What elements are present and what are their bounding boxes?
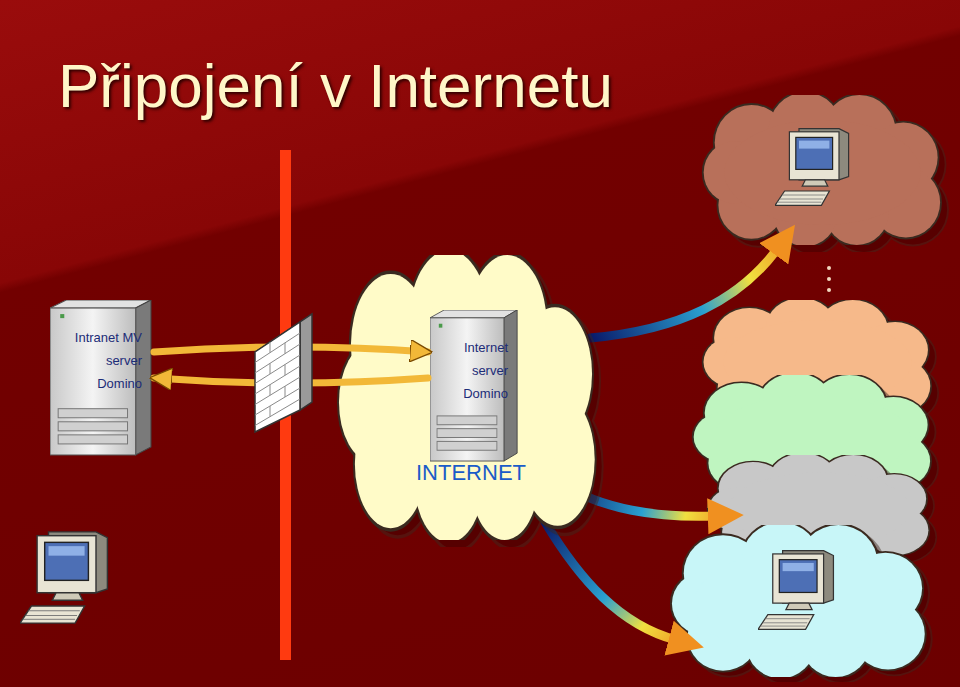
server-label: Internet: [464, 340, 508, 355]
slide-title: Připojení v Internetu: [58, 50, 613, 122]
remote-computer: [758, 551, 833, 630]
distribution-arrows: [545, 248, 778, 640]
cloud-outline: [335, 255, 607, 547]
remote-clouds: [672, 93, 947, 684]
server-node: Intranet MV serverDomino: [50, 300, 152, 456]
server-label: server: [106, 353, 142, 368]
network-label: INTERNET: [416, 460, 526, 486]
network-cloud: INTERNET Internet serverDomino: [335, 255, 607, 547]
server-label: Domino: [463, 386, 508, 401]
server-label: Intranet MV: [75, 330, 142, 345]
server-label: server: [472, 363, 508, 378]
continuation-dots: [827, 266, 831, 292]
server-node: Internet serverDomino: [430, 310, 518, 462]
server-label: Domino: [97, 376, 142, 391]
client-computer: [20, 532, 107, 623]
remote-computer: [775, 129, 849, 206]
